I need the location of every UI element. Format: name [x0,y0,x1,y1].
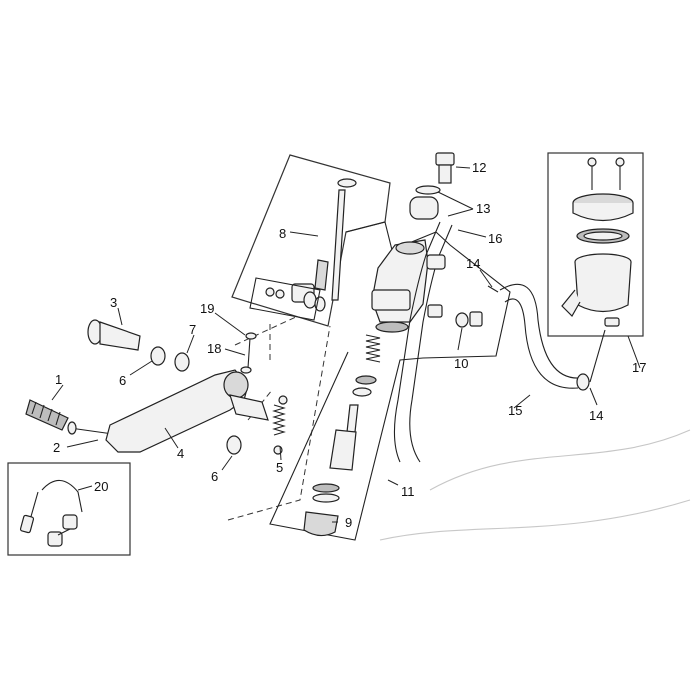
callout-18: 18 [207,341,221,356]
reservoir-panel [547,152,644,337]
callout-14: 14 [466,256,480,271]
callout-7: 7 [189,322,196,337]
callout-16: 16 [488,231,502,246]
callout-14b: 14 [589,408,603,423]
sensor-inset-panel [7,462,131,556]
brake-pedal-assembly [25,319,288,455]
callout-8: 8 [279,226,286,241]
callout-6b: 6 [211,469,218,484]
callout-1: 1 [55,372,62,387]
background-lines [379,429,691,541]
callout-labels: 1 2 3 4 5 6 7 8 9 10 11 12 13 14 15 16 1… [53,160,646,530]
dashed-guide-lines [227,315,331,521]
callout-3: 3 [110,295,117,310]
banjo-and-hoses [393,152,606,463]
master-cylinder-rod-panel [231,154,391,327]
callout-6: 6 [119,373,126,388]
callout-9: 9 [345,515,352,530]
callout-12: 12 [472,160,486,175]
master-cylinder-panel [269,221,511,541]
callout-13: 13 [476,201,490,216]
callout-19: 19 [200,301,214,316]
leader-lines [51,166,641,523]
callout-5: 5 [276,460,283,475]
callout-20: 20 [94,479,108,494]
master-cylinder [371,239,429,333]
callout-2: 2 [53,440,60,455]
callout-17: 17 [632,360,646,375]
callout-10: 10 [454,356,468,371]
callout-4: 4 [177,446,184,461]
callout-15: 15 [508,403,522,418]
callout-11: 11 [401,484,415,499]
cylinder-internals [303,334,381,537]
